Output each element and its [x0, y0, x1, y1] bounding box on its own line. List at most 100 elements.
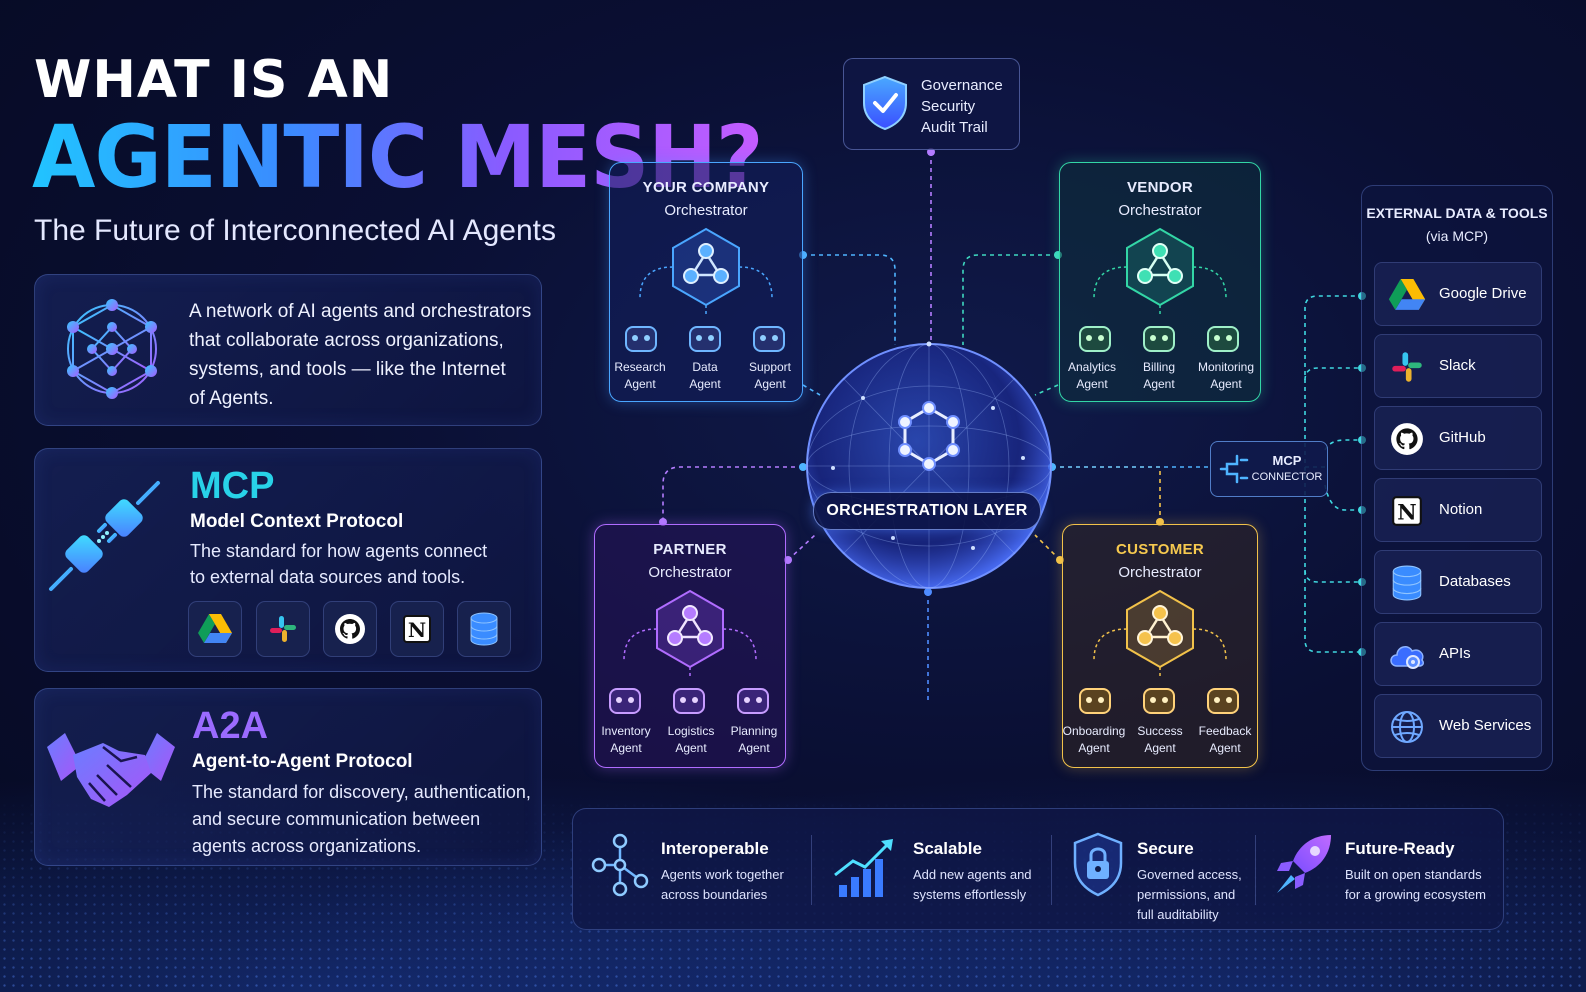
mcp-connector: MCP CONNECTOR — [1210, 441, 1328, 497]
orchestrator-name: PARTNER — [653, 541, 727, 558]
tool-label: GitHub — [1439, 429, 1486, 446]
tool-github[interactable]: GitHub — [1374, 406, 1542, 470]
notion-icon: N — [1387, 491, 1427, 531]
svg-text:N: N — [1397, 501, 1416, 526]
agent-suffix: Agent — [624, 377, 656, 391]
title-line1: WHAT IS AN — [34, 50, 394, 110]
feature-title: Secure — [1137, 839, 1194, 858]
a2a-card: A2A Agent-to-Agent Protocol The standard… — [34, 688, 542, 866]
mcp-card: MCP Model Context Protocol The standard … — [34, 448, 542, 672]
security-label: Security — [921, 98, 976, 115]
rocket-icon — [1277, 835, 1331, 893]
agent-name: Data — [692, 360, 718, 374]
feature-title: Interoperable — [661, 839, 769, 858]
slack-icon — [256, 601, 310, 657]
tool-notion[interactable]: N Notion — [1374, 478, 1542, 542]
orchestrator-role: Orchestrator — [664, 202, 748, 219]
feature-line: Agents work together — [661, 867, 784, 882]
handshake-icon — [47, 733, 175, 807]
connector-label-1: MCP — [1272, 453, 1302, 468]
feature-line: Governed access, — [1137, 867, 1242, 882]
tool-label: Web Services — [1439, 717, 1532, 734]
globe-icon — [1387, 707, 1427, 747]
connector-label-2: CONNECTOR — [1251, 471, 1323, 483]
orchestrator-name: YOUR COMPANY — [642, 179, 770, 196]
tool-label: APIs — [1439, 645, 1471, 662]
tool-label: Databases — [1439, 573, 1511, 590]
agent-name: Inventory — [601, 724, 651, 738]
divider — [811, 835, 812, 905]
a2a-heading: A2A — [192, 705, 269, 747]
a2a-body-line: agents across organizations. — [192, 836, 422, 856]
tool-web-services[interactable]: Web Services — [1374, 694, 1542, 758]
mcp-body: The standard for how agents connect to e… — [190, 538, 487, 590]
mcp-body-line: to external data sources and tools. — [190, 567, 466, 587]
agent-suffix: Agent — [1209, 741, 1241, 755]
governance-label: Governance — [921, 77, 1003, 94]
agent-name: Planning — [730, 724, 778, 738]
orchestrator-name: VENDOR — [1127, 179, 1193, 196]
feature-desc: Built on open standards for a growing eco… — [1345, 865, 1486, 905]
orchestrator-graph — [639, 227, 773, 315]
governance-lines: Governance Security Audit Trail — [921, 75, 1003, 138]
definition-card: A network of AI agents and orchestrators… — [34, 274, 542, 426]
agent-name: Research — [614, 360, 666, 374]
agent-suffix: Agent — [1078, 741, 1110, 755]
audit-trail-label: Audit Trail — [921, 119, 988, 136]
agent-name: Analytics — [1067, 360, 1117, 374]
secure-shield-lock-icon — [1073, 832, 1123, 897]
agent-name: Onboarding — [1062, 724, 1126, 738]
definition-line: that collaborate across organizations, — [189, 330, 504, 351]
feature-title: Future-Ready — [1345, 839, 1455, 858]
tool-label: Google Drive — [1439, 285, 1527, 302]
agent-name: Logistics — [667, 724, 715, 738]
growth-chart-icon — [834, 839, 893, 897]
database-icon — [457, 601, 511, 657]
a2a-body-line: The standard for discovery, authenticati… — [192, 782, 531, 802]
agent-robot-icons — [1079, 688, 1239, 714]
tool-google-drive[interactable]: Google Drive — [1374, 262, 1542, 326]
divider — [1255, 835, 1256, 905]
feature-line: systems effortlessly — [913, 887, 1027, 902]
agent-suffix: Agent — [1076, 377, 1108, 391]
orchestrator-role: Orchestrator — [648, 564, 732, 581]
orchestrator-role: Orchestrator — [1118, 564, 1202, 581]
plug-icon — [49, 481, 160, 591]
a2a-subheading: Agent-to-Agent Protocol — [192, 751, 413, 772]
tool-label: Notion — [1439, 501, 1483, 518]
definition-line: systems, and tools — like the Internet — [189, 359, 506, 380]
orchestrator-graph — [1093, 227, 1227, 315]
orchestrator-name: CUSTOMER — [1116, 541, 1204, 558]
orchestrator-graph — [1093, 589, 1227, 677]
feature-line: for a growing ecosystem — [1345, 887, 1486, 902]
feature-title: Scalable — [913, 839, 982, 858]
feature-line: permissions, and — [1137, 887, 1236, 902]
orchestrator-graph — [623, 589, 757, 677]
divider — [1051, 835, 1052, 905]
agent-name: Feedback — [1198, 724, 1252, 738]
agent-name: Monitoring — [1197, 360, 1255, 374]
tool-apis[interactable]: APIs — [1374, 622, 1542, 686]
tool-databases[interactable]: Databases — [1374, 550, 1542, 614]
agent-suffix: Agent — [754, 377, 786, 391]
agent-suffix: Agent — [689, 377, 721, 391]
orchestration-sphere — [806, 341, 1052, 589]
feature-line: Built on open standards — [1345, 867, 1482, 882]
notion-icon: N — [390, 601, 444, 657]
tool-slack[interactable]: Slack — [1374, 334, 1542, 398]
tool-label: Slack — [1439, 357, 1476, 374]
external-title-line: EXTERNAL DATA & TOOLS — [1366, 205, 1548, 221]
subtitle: The Future of Interconnected AI Agents — [34, 214, 556, 247]
github-icon — [1387, 419, 1427, 459]
